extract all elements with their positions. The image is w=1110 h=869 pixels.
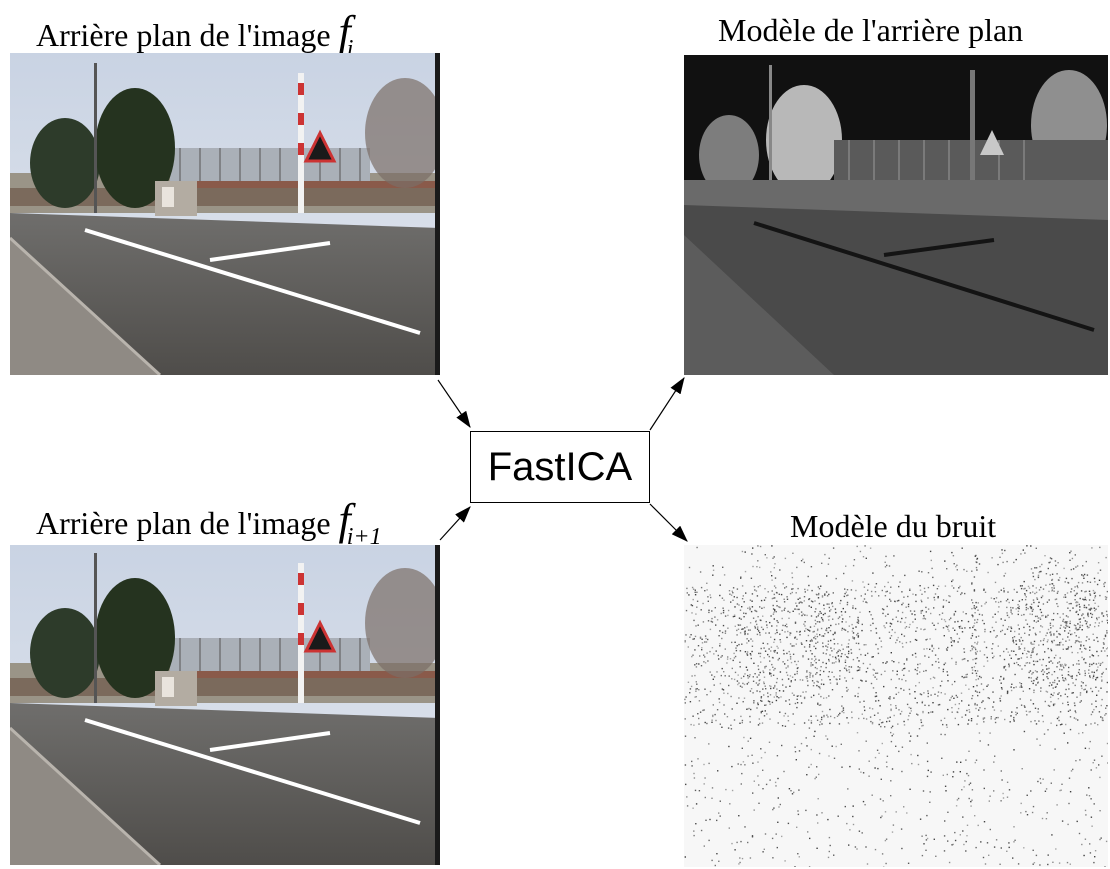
input-image-2 (10, 545, 440, 865)
output-2-label: Modèle du bruit (790, 508, 997, 544)
input-2-variable: f (338, 495, 351, 544)
arrow-input-1-to-fastica (437, 379, 471, 428)
arrow-fastica-to-noise-model (649, 503, 688, 542)
output-image-background-model (684, 55, 1108, 375)
output-1-title: Modèle de l'arrière plan (718, 14, 1023, 46)
input-image-1 (10, 53, 440, 375)
input-1-title: Arrière plan de l'image fi (36, 7, 357, 62)
arrow-fastica-to-background-model (649, 376, 685, 431)
input-1-subscript: i (346, 36, 354, 62)
fastica-box: FastICA (470, 431, 650, 503)
input-2-label: Arrière plan de l'image (36, 505, 331, 541)
output-1-label: Modèle de l'arrière plan (718, 12, 1024, 48)
input-1-label: Arrière plan de l'image (36, 17, 331, 53)
arrow-input-2-to-fastica (439, 506, 471, 541)
input-1-variable: f (338, 7, 351, 56)
output-image-noise-model (684, 545, 1108, 867)
output-2-title: Modèle du bruit (790, 510, 996, 542)
fastica-label: FastICA (487, 444, 633, 489)
